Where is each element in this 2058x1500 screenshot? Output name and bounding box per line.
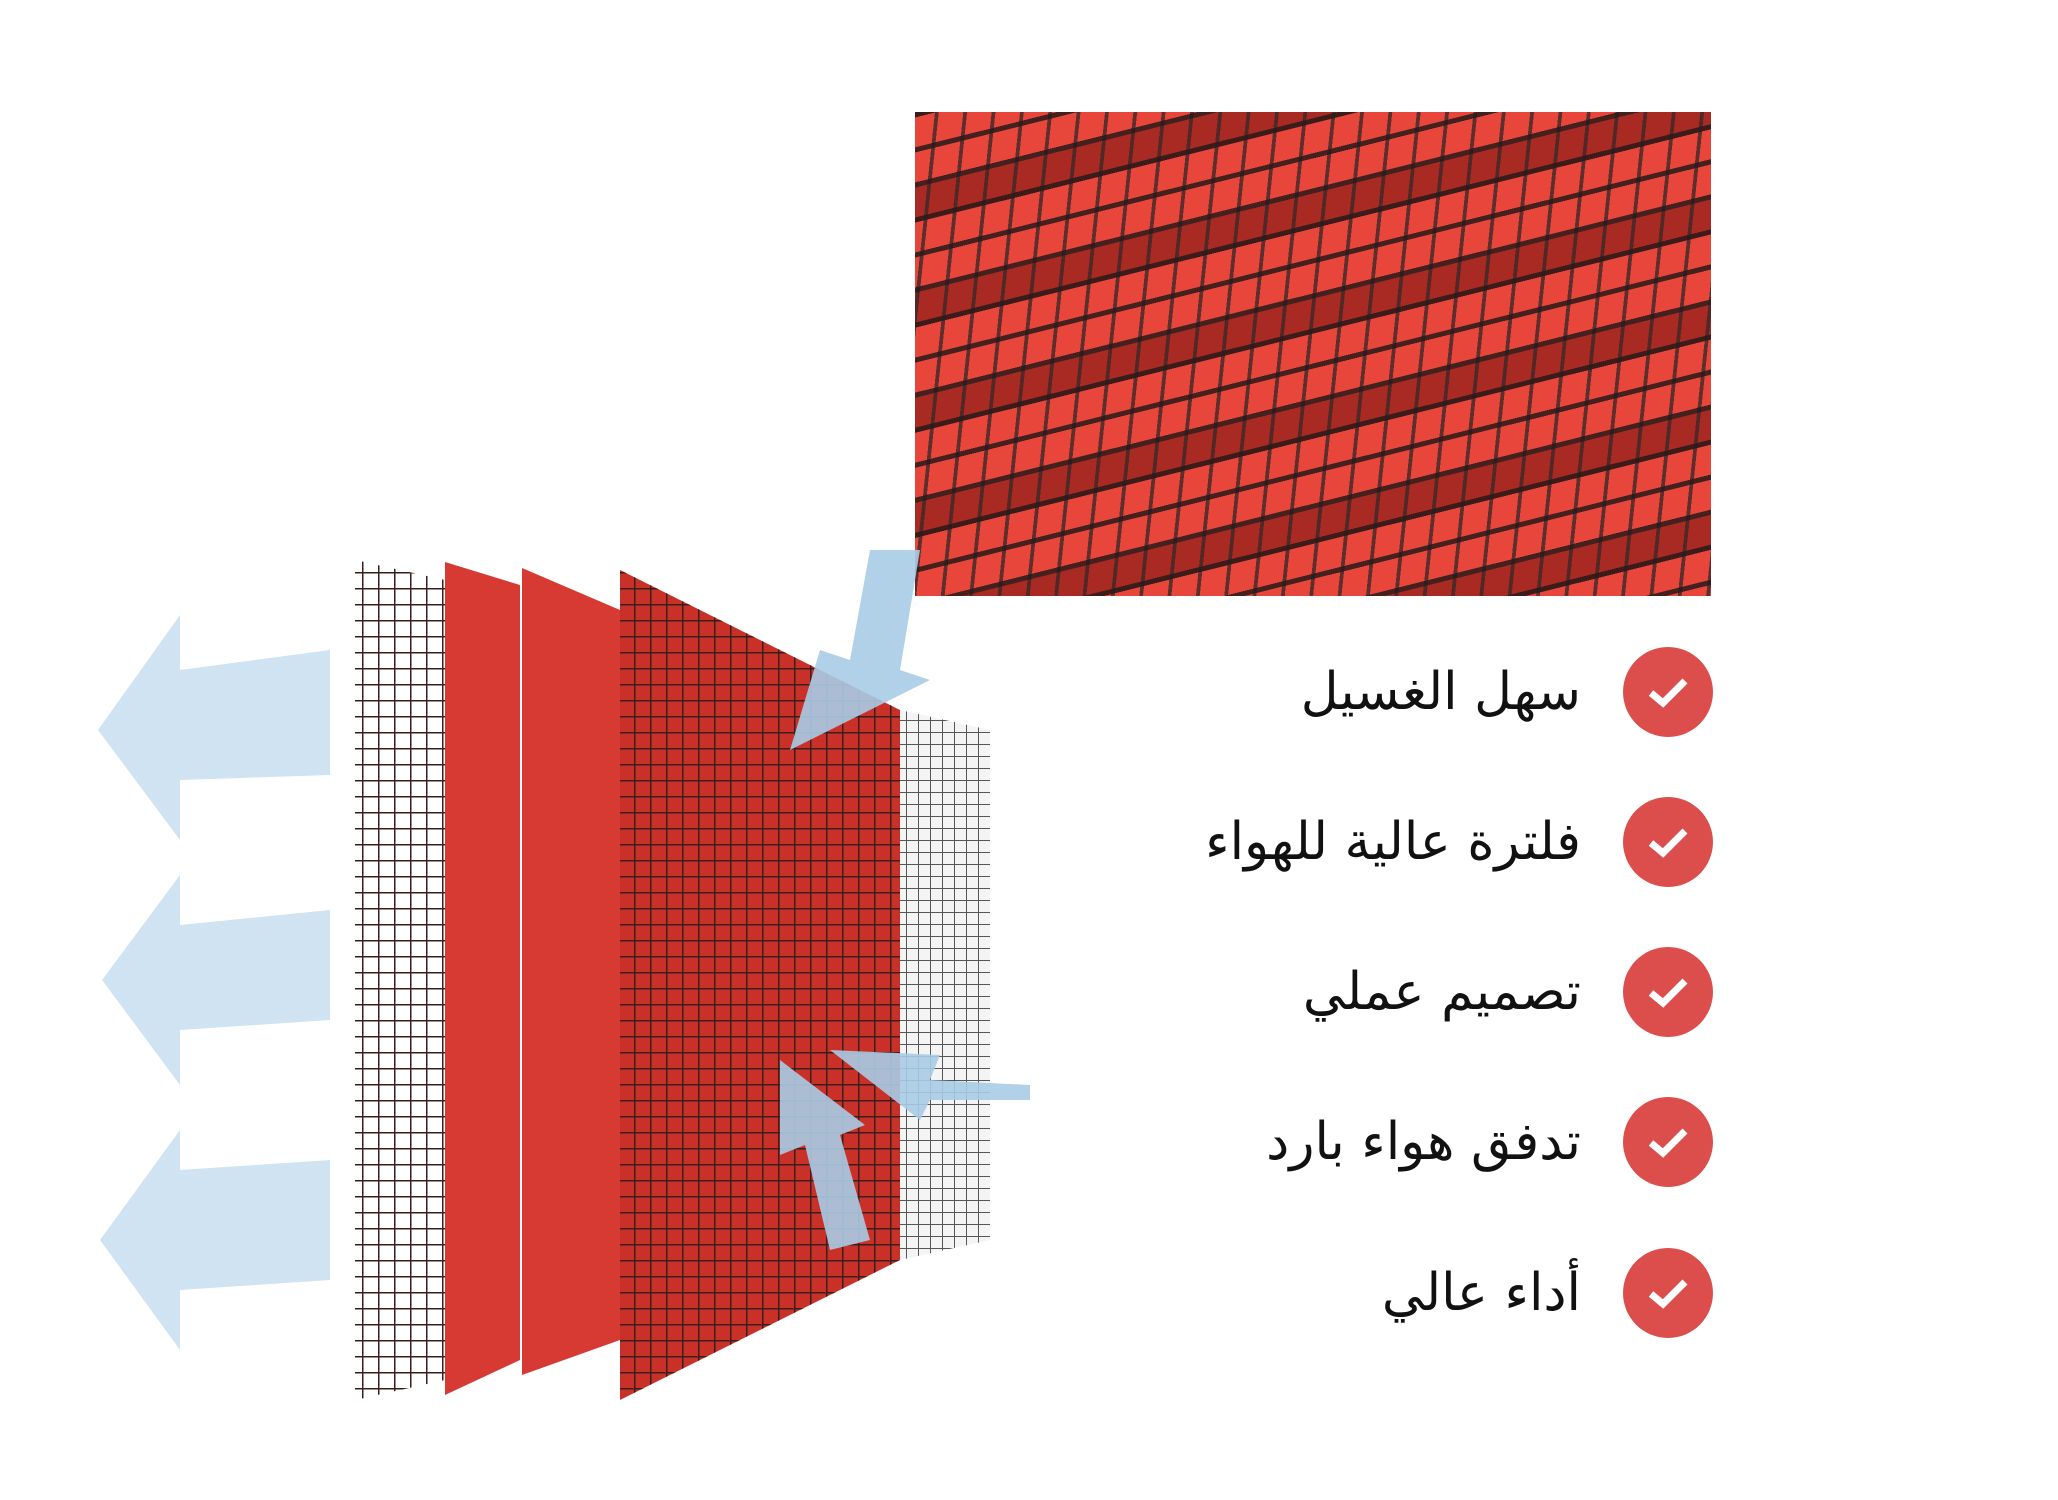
check-icon [1623, 647, 1713, 737]
airflow-out-arrows [98, 615, 330, 1350]
filter-pad-2 [522, 568, 620, 1375]
feature-label: تصميم عملي [1302, 962, 1581, 1022]
filter-layers-illustration [98, 550, 1030, 1400]
feature-label: سهل الغسيل [1300, 662, 1581, 722]
feature-label: فلترة عالية للهواء [1205, 812, 1581, 872]
outer-mesh-layer [355, 560, 445, 1400]
feature-label: تدفق هواء بارد [1266, 1112, 1581, 1172]
airflow-in-arrows [780, 550, 1030, 1250]
check-icon [1623, 1097, 1713, 1187]
filter-pad-1 [445, 562, 520, 1395]
feature-item: تصميم عملي [1303, 947, 1713, 1037]
feature-item: أداء عالي [1382, 1248, 1713, 1338]
check-icon [1623, 797, 1713, 887]
feature-item: تدفق هواء بارد [1266, 1097, 1713, 1187]
feature-item: سهل الغسيل [1301, 647, 1713, 737]
white-mesh-layer [900, 710, 990, 1260]
filter-closeup-photo [915, 112, 1711, 596]
check-icon [1623, 947, 1713, 1037]
check-icon [1623, 1248, 1713, 1338]
feature-label: أداء عالي [1381, 1263, 1581, 1323]
feature-item: فلترة عالية للهواء [1205, 797, 1713, 887]
